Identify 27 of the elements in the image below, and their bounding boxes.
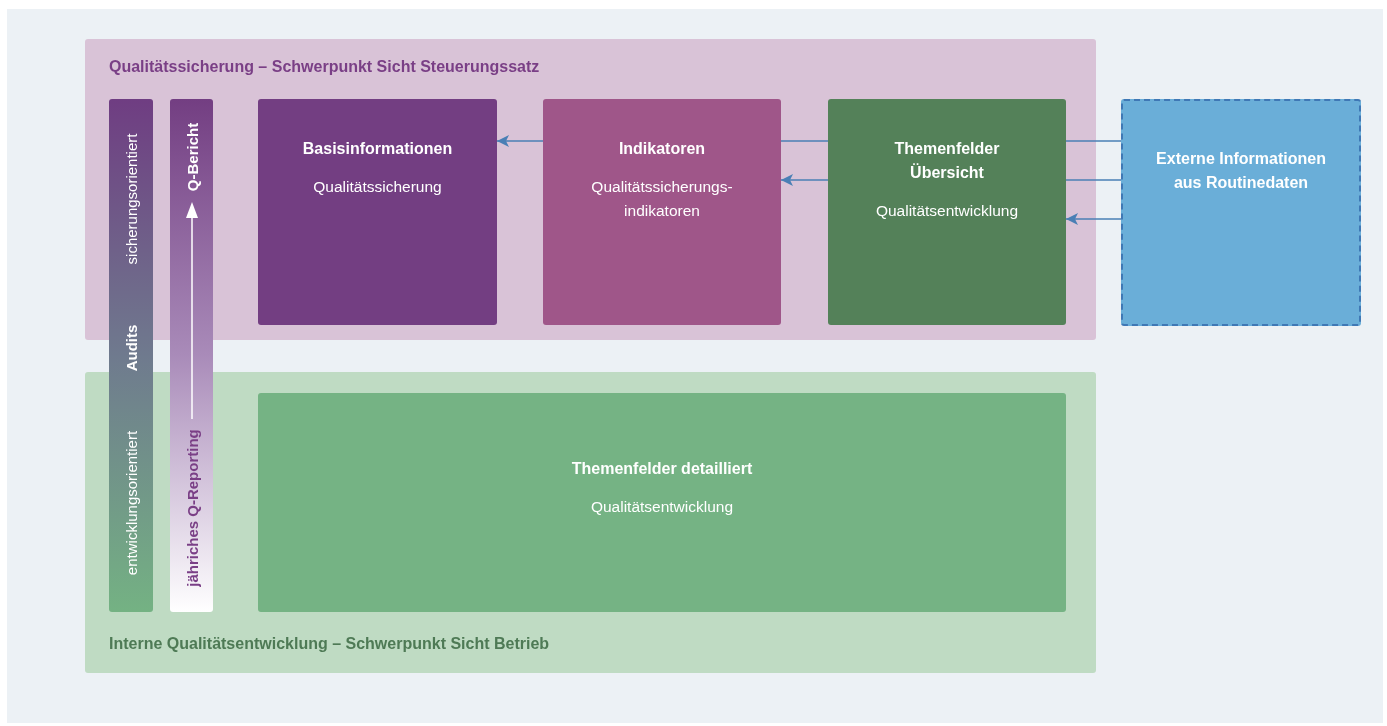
content-box bbox=[258, 99, 497, 325]
bar-title: Audits bbox=[122, 324, 140, 372]
box-title: Externe Informationen aus Routinedaten bbox=[1155, 149, 1327, 193]
box-subtitle: Qualitätssicherung bbox=[312, 177, 443, 197]
box-title: Indikatoren bbox=[617, 139, 707, 159]
vertical-bar bbox=[170, 99, 213, 612]
box-title: Basisinformationen bbox=[301, 139, 454, 159]
box-title: Themenfelder detailliert bbox=[570, 459, 754, 479]
section-heading: Qualitätssicherung – Schwerpunkt Sicht Steuerungssatz bbox=[109, 58, 540, 76]
section-heading: Interne Qualitätsentwicklung – Schwerpunkt Sicht Betrieb bbox=[109, 635, 550, 653]
arrow bbox=[496, 135, 544, 147]
box-subtitle: Qualitätsentwicklung bbox=[874, 201, 1020, 221]
vertical-bar bbox=[109, 99, 153, 612]
bar-label: entwicklungsorientiert bbox=[122, 430, 140, 576]
content-box bbox=[258, 393, 1066, 612]
bar-title: Q-Bericht bbox=[183, 122, 200, 192]
bar-title: jähriches Q-Reporting bbox=[183, 429, 200, 587]
arrow bbox=[780, 174, 829, 186]
box-subtitle: Qualitätsentwicklung bbox=[589, 497, 735, 517]
content-box bbox=[828, 99, 1066, 325]
arrow bbox=[1065, 213, 1122, 225]
content-box bbox=[1121, 99, 1361, 326]
content-box bbox=[543, 99, 781, 325]
box-title: Themenfelder Übersicht bbox=[893, 139, 1001, 183]
box-subtitle: Qualitätssicherungs- indikatoren bbox=[590, 177, 734, 221]
section-panel bbox=[85, 372, 1096, 673]
bar-label: sicherungsorientiert bbox=[122, 133, 140, 265]
